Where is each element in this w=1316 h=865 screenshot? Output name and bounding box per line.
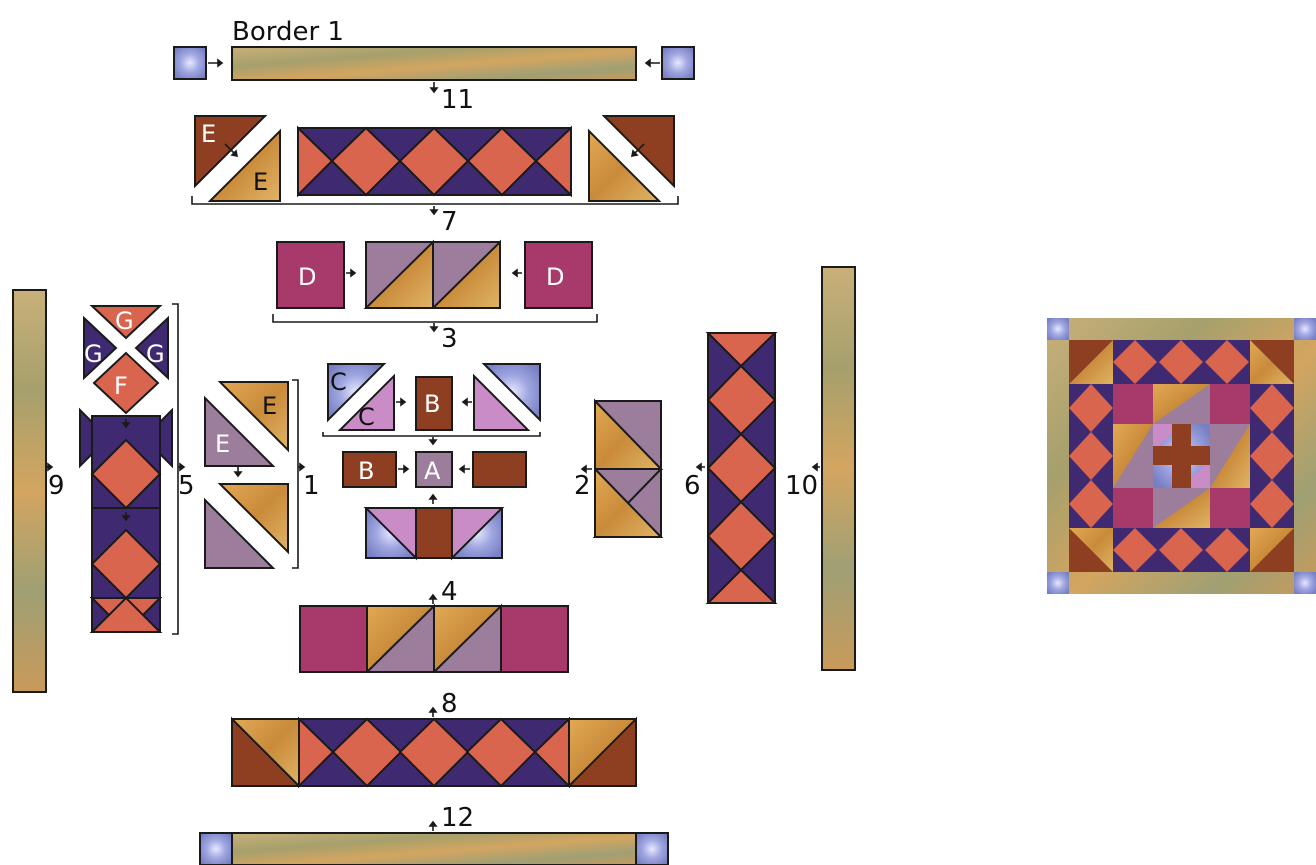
corner-square-right [662, 47, 694, 79]
piece-label-E: E [253, 168, 268, 196]
arrow-left-icon [813, 464, 820, 470]
arrow-up-icon [430, 822, 436, 831]
arrow-down-icon [431, 323, 437, 331]
piece-label-E: E [201, 120, 216, 148]
step-label-10: 10 [785, 471, 818, 501]
border-bottom-row: 12 [200, 803, 668, 865]
column-2: 2 [574, 401, 661, 537]
piece-label-E: E [215, 430, 230, 458]
column-1: E E 1 [205, 380, 320, 568]
column-6: 6 [684, 333, 775, 603]
piece-label-G: G [115, 307, 134, 335]
border-strip-right [822, 267, 855, 670]
bracket [172, 304, 178, 634]
step-label-3: 3 [441, 324, 458, 354]
piece-label-E: E [262, 392, 277, 420]
finished-quilt-preview [1047, 318, 1316, 594]
step-label-9: 9 [48, 471, 65, 501]
border-strip-bottom [232, 833, 636, 865]
arrow-up-icon [430, 595, 436, 604]
center-block: C C B B A [323, 364, 540, 558]
bracket [323, 432, 540, 436]
piece-label-B: B [424, 390, 440, 418]
corner-square-left [200, 833, 232, 865]
arrow-down-icon [431, 206, 437, 214]
arrow-down-icon [431, 82, 437, 92]
step-label-11: 11 [441, 85, 474, 115]
step-label-12: 12 [441, 803, 474, 833]
step-label-8: 8 [441, 689, 458, 719]
piece-label-F: F [114, 372, 128, 400]
corner-square-right [636, 833, 668, 865]
border-left: 9 [13, 290, 65, 692]
row-3: D D 3 [273, 242, 597, 354]
title: Border 1 [232, 17, 344, 47]
column-5: G G G F 5 [80, 304, 195, 634]
step-label-1: 1 [303, 471, 320, 501]
arrow-right-icon [178, 464, 184, 470]
piece-label-D: D [298, 263, 316, 291]
arrow-right-icon [298, 464, 304, 470]
border-strip-top [232, 47, 636, 80]
step-label-6: 6 [684, 471, 701, 501]
row-4: 4 [300, 577, 568, 672]
border-top-row: 11 [174, 47, 694, 115]
row-8: 8 [232, 689, 636, 786]
piece-label-D: D [546, 263, 564, 291]
piece-label-B: B [358, 457, 374, 485]
corner-square-left [174, 47, 206, 79]
arrow-left-icon [697, 464, 705, 470]
arrow-right-icon [346, 270, 355, 276]
bracket [273, 314, 597, 322]
step-label-4: 4 [441, 577, 458, 607]
bracket [292, 380, 298, 568]
piece-label-C: C [330, 368, 347, 396]
piece-label-G: G [146, 340, 165, 368]
piece-label-G: G [84, 340, 103, 368]
step-label-2: 2 [574, 471, 591, 501]
border-right: 10 [785, 267, 855, 670]
piece-label-A: A [424, 457, 441, 485]
step-label-5: 5 [178, 471, 195, 501]
arrow-up-icon [430, 708, 436, 717]
step-label-7: 7 [441, 207, 458, 237]
arrow-right-icon [208, 60, 222, 66]
arrow-left-icon [646, 60, 660, 66]
rect-B [473, 452, 526, 487]
arrow-left-icon [513, 270, 522, 276]
piece-label-C: C [358, 403, 375, 431]
border-strip-left [13, 290, 46, 692]
row-7: E E 7 [192, 116, 678, 237]
